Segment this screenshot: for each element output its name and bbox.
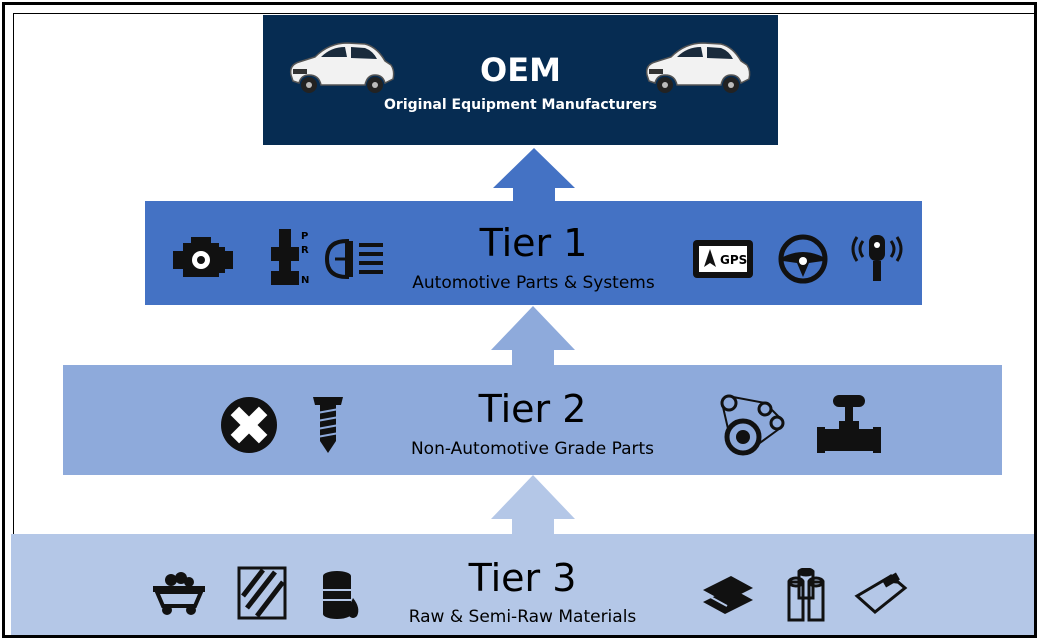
tier2-band: Tier 2 Non-Automotive Grade Parts [63,365,1002,475]
tier3-subtitle: Raw & Semi-Raw Materials [408,607,637,627]
screw-icon [313,397,343,453]
gear-label-p: P [301,231,308,242]
gear-label-n: N [301,275,309,286]
tier3-title: Tier 3 [468,556,577,600]
oem-subtitle: Original Equipment Manufacturers [384,97,657,113]
oem-title: OEM [480,51,561,89]
car-key-icon [851,235,903,281]
frame-left-rule [13,13,14,635]
car-icon [645,42,751,93]
oem-band: OEM Original Equipment Manufacturers [263,15,778,145]
tier2-subtitle: Non-Automotive Grade Parts [410,439,655,459]
gps-icon: GPS [693,240,753,278]
gps-label: GPS [720,253,747,267]
tier1-band: Tier 1 Automotive Parts & Systems P R N [145,201,922,305]
arrow-shape [491,306,575,366]
gear-label-r: R [301,245,309,256]
headlight-icon [325,238,383,280]
steering-wheel-icon [778,234,828,284]
frame-top-rule [13,13,1034,14]
screw-head-icon [221,397,277,453]
tier1-title: Tier 1 [479,221,588,265]
valve-icon [817,395,881,453]
tier3-band: Tier 3 Raw & Semi-Raw Materials [11,534,1034,635]
arrow-tier3-to-tier2 [491,475,575,537]
rolls-icon [787,568,825,622]
glass-icon [237,566,287,620]
arrow-shape [491,475,575,537]
arrow-tier1-to-oem [493,148,575,203]
metal-bars-icon [703,576,753,619]
car-icon [289,42,395,93]
oil-barrel-icon [323,571,359,619]
gear-shift-icon: P R N [271,229,309,286]
belt-pulley-icon [720,394,785,456]
tier2-title: Tier 2 [478,387,587,431]
arrow-shape [493,148,575,203]
tier1-subtitle: Automotive Parts & Systems [412,273,655,293]
ore-cart-icon [153,572,205,615]
sheet-icon [854,572,908,614]
engine-icon [173,237,233,277]
arrow-tier2-to-tier1 [491,306,575,366]
